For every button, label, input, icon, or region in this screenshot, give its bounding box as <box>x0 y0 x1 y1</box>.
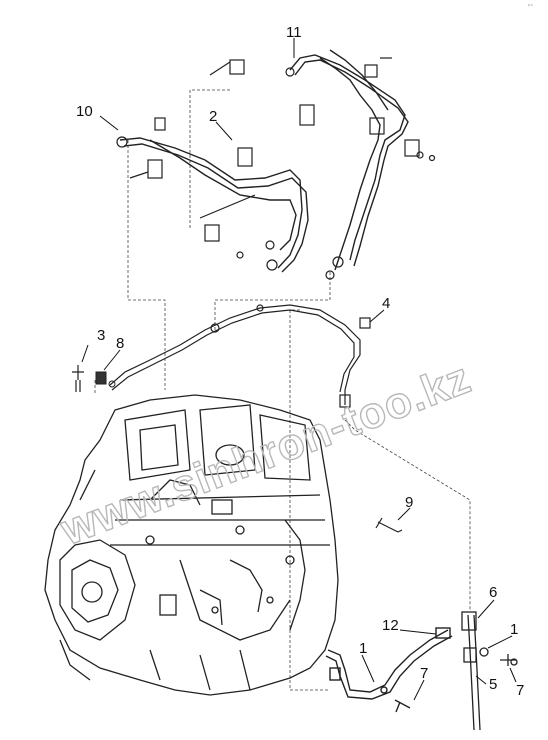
engine-block <box>44 394 339 696</box>
corner-mark: ᵖˢ <box>528 3 533 10</box>
callout-5: 5 <box>489 676 497 693</box>
callout-7-right: 7 <box>516 682 524 699</box>
callout-4: 4 <box>382 295 390 312</box>
callout-6: 6 <box>489 584 497 601</box>
bolt-9 <box>375 517 403 533</box>
callout-2: 2 <box>209 108 217 125</box>
callout-10: 10 <box>76 103 93 120</box>
callout-11: 11 <box>286 24 302 41</box>
callout-8: 8 <box>116 335 124 352</box>
callout-leaders <box>81 38 517 701</box>
callout-1-left: 1 <box>359 640 367 657</box>
callout-3: 3 <box>97 327 105 344</box>
clip-8 <box>95 371 116 388</box>
callout-12: 12 <box>382 617 399 634</box>
injection-pipes-left <box>119 137 309 273</box>
leak-off-line <box>109 304 371 408</box>
callout-7-left: 7 <box>420 665 428 682</box>
fuel-line-5 <box>461 611 518 731</box>
callout-9: 9 <box>405 494 413 511</box>
watermark: www.sinhron-too.kz <box>54 353 478 555</box>
fuel-feed-pipe-12 <box>325 627 453 713</box>
injection-pipes-upper <box>289 49 409 271</box>
bolt-3 <box>72 365 84 392</box>
callout-1-right: 1 <box>510 621 518 638</box>
callouts: 11 10 2 4 3 8 9 6 12 1 1 7 7 5 <box>76 24 524 699</box>
injector-clamps-left <box>116 117 278 271</box>
injector-clamps-upper <box>209 57 436 280</box>
guide-lines <box>94 89 471 691</box>
